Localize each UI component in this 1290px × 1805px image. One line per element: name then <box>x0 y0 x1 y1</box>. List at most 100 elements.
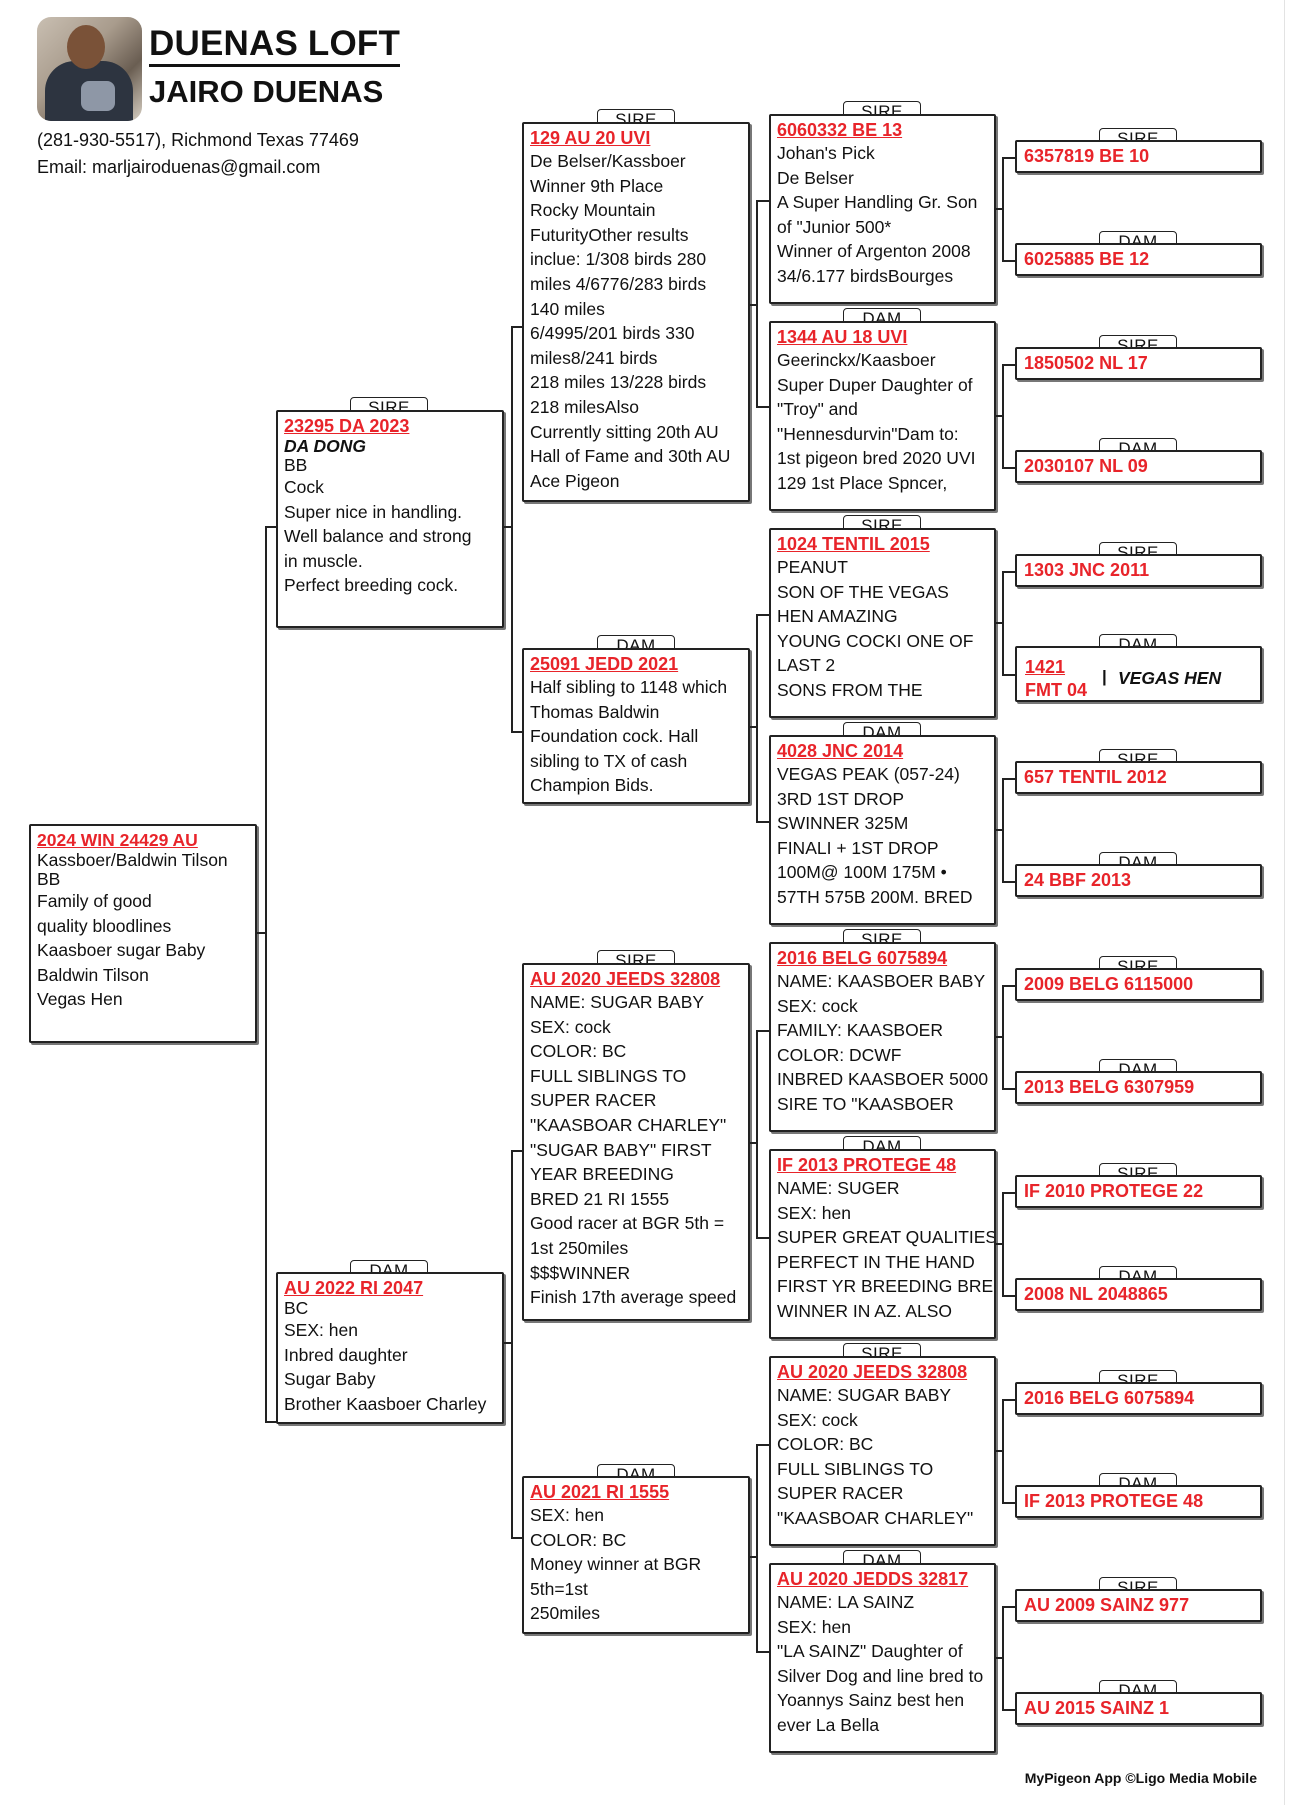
dam-dam-line: SEX: hen <box>530 1505 604 1525</box>
ds-sire-line: SEX: cock <box>777 995 858 1016</box>
ss-sire-line: Winner of Argenton 2008 <box>777 241 971 262</box>
gen4-card[interactable]: 1850502 NL 17 <box>1015 347 1262 380</box>
gen4-band[interactable]: 1303 JNC 2011 <box>1024 560 1150 580</box>
ss-sire-card[interactable]: 6060332 BE 13 Johan's Pick De Belser A S… <box>769 114 996 304</box>
dam-sire-line: "KAASBOAR CHARLEY" <box>530 1114 727 1135</box>
dam-card[interactable]: AU 2022 RI 2047 BC SEX: hen Inbred daugh… <box>276 1272 504 1424</box>
sd-dam-line: 3RD 1ST DROP <box>777 788 905 809</box>
dd-sire-band[interactable]: AU 2020 JEEDS 32808 <box>777 1362 968 1382</box>
dam-line: BC <box>284 1298 309 1318</box>
sire-card[interactable]: 23295 DA 2023 DA DONG BB Cock Super nice… <box>276 410 504 628</box>
dam-sire-line: NAME: SUGAR BABY <box>530 992 705 1012</box>
gen4-band[interactable]: 6357819 BE 10 <box>1024 146 1150 166</box>
dd-dam-band[interactable]: AU 2020 JEDDS 32817 <box>777 1569 969 1589</box>
gen4-band[interactable]: 2030107 NL 09 <box>1024 456 1148 476</box>
sire-line: Cock <box>284 477 324 497</box>
ss-dam-card[interactable]: 1344 AU 18 UVI Geerinckx/Kaasboer Super … <box>769 321 996 511</box>
gen4-band[interactable]: 24 BBF 2013 <box>1024 870 1132 890</box>
sire-name: DA DONG <box>284 436 366 456</box>
gen4-band[interactable]: 2016 BELG 6075894 <box>1024 1388 1195 1408</box>
gen4-card[interactable]: IF 2010 PROTEGE 22 <box>1015 1175 1262 1208</box>
gen4-band[interactable]: IF 2010 PROTEGE 22 <box>1024 1181 1204 1201</box>
sire-dam-line: Champion Bids. <box>530 775 654 796</box>
ds-sire-line: FAMILY: KAASBOER <box>777 1020 943 1041</box>
dam-sire-band[interactable]: AU 2020 JEEDS 32808 <box>530 969 721 989</box>
dam-dam-card[interactable]: AU 2021 RI 1555 SEX: hen COLOR: BC Money… <box>522 1476 750 1634</box>
sire-line: BB <box>284 455 308 475</box>
ss-sire-line: De Belser <box>777 167 854 188</box>
ds-dam-line: SEX: hen <box>777 1202 851 1223</box>
sire-sire-line: 6/4995/201 birds 330 <box>530 323 695 344</box>
gen4-band[interactable]: AU 2009 SAINZ 977 <box>1024 1595 1190 1615</box>
sd-sire-line: YOUNG COCKI ONE OF <box>777 630 974 651</box>
gen4-band[interactable]: AU 2015 SAINZ 1 <box>1024 1698 1170 1718</box>
contact-email[interactable]: Email: marljairoduenas@gmail.com <box>37 157 321 177</box>
ss-dam-line: Super Duper Daughter of <box>777 374 973 395</box>
sd-dam-band[interactable]: 4028 JNC 2014 <box>777 741 904 761</box>
subject-band[interactable]: 2024 WIN 24429 AU <box>37 830 198 850</box>
gen4-band[interactable]: 1850502 NL 17 <box>1024 353 1148 373</box>
dam-sire-card[interactable]: AU 2020 JEEDS 32808 NAME: SUGAR BABY SEX… <box>522 963 750 1321</box>
sd-dam-line: VEGAS PEAK (057-24) <box>777 764 960 784</box>
sd-dam-card[interactable]: 4028 JNC 2014 VEGAS PEAK (057-24) 3RD 1S… <box>769 735 996 925</box>
sire-dam-card[interactable]: 25091 JEDD 2021 Half sibling to 1148 whi… <box>522 648 750 804</box>
sire-sire-line: 140 miles <box>530 298 605 319</box>
dam-line: Inbred daughter <box>284 1344 408 1365</box>
gen4-band[interactable]: 1421 <box>1025 657 1066 677</box>
sire-dam-line: Half sibling to 1148 which <box>530 677 728 697</box>
gen4-band[interactable]: 2008 NL 2048865 <box>1024 1284 1168 1304</box>
sire-sire-line: miles 4/6776/283 birds <box>530 273 707 294</box>
gen4-card[interactable]: 1303 JNC 2011 <box>1015 554 1262 587</box>
ds-dam-card[interactable]: IF 2013 PROTEGE 48 NAME: SUGER SEX: hen … <box>769 1149 996 1339</box>
dam-dam-band[interactable]: AU 2021 RI 1555 <box>530 1482 670 1502</box>
gen4-card[interactable]: AU 2009 SAINZ 977 <box>1015 1589 1262 1622</box>
gen4-card[interactable]: 2009 BELG 6115000 <box>1015 968 1262 1001</box>
gen4-band[interactable]: 657 TENTIL 2012 <box>1024 767 1167 787</box>
sd-sire-band[interactable]: 1024 TENTIL 2015 <box>777 534 930 554</box>
dd-sire-card[interactable]: AU 2020 JEEDS 32808 NAME: SUGAR BABY SEX… <box>769 1356 996 1546</box>
gen4-card[interactable]: 2016 BELG 6075894 <box>1015 1382 1262 1415</box>
ds-sire-line: INBRED KAASBOER 5000 <box>777 1069 989 1090</box>
ss-dam-band[interactable]: 1344 AU 18 UVI <box>777 327 908 347</box>
sire-band[interactable]: 23295 DA 2023 <box>284 416 410 436</box>
ds-dam-line: NAME: SUGER <box>777 1178 900 1198</box>
gen4-band[interactable]: 2013 BELG 6307959 <box>1024 1077 1195 1097</box>
ds-sire-band[interactable]: 2016 BELG 6075894 <box>777 948 948 968</box>
dam-line: Brother Kaasboer Charley <box>284 1393 487 1414</box>
gen4-band[interactable]: 2009 BELG 6115000 <box>1024 974 1194 994</box>
ds-dam-band[interactable]: IF 2013 PROTEGE 48 <box>777 1155 957 1175</box>
gen4-card[interactable]: 657 TENTIL 2012 <box>1015 761 1262 794</box>
gen4-card[interactable]: 1421 FMT 04 | VEGAS HEN <box>1015 646 1262 702</box>
sd-sire-card[interactable]: 1024 TENTIL 2015 PEANUT SON OF THE VEGAS… <box>769 528 996 718</box>
gen4-band[interactable]: 6025885 BE 12 <box>1024 249 1150 269</box>
subject-card[interactable]: 2024 WIN 24429 AU Kassboer/Baldwin Tilso… <box>29 824 257 1043</box>
subject-line: BB <box>37 869 61 889</box>
gen4-card[interactable]: 24 BBF 2013 <box>1015 864 1262 897</box>
subject-line: Kassboer/Baldwin Tilson <box>37 850 228 870</box>
sire-dam-band[interactable]: 25091 JEDD 2021 <box>530 654 679 674</box>
dam-sire-line: YEAR BREEDING <box>530 1164 674 1185</box>
sire-sire-line: 218 miles 13/228 birds <box>530 372 707 393</box>
gen4-card[interactable]: IF 2013 PROTEGE 48 <box>1015 1485 1262 1518</box>
ds-sire-card[interactable]: 2016 BELG 6075894 NAME: KAASBOER BABY SE… <box>769 942 996 1132</box>
gen4-card[interactable]: 2008 NL 2048865 <box>1015 1278 1262 1311</box>
gen4-card[interactable]: 6357819 BE 10 <box>1015 140 1262 173</box>
dam-sire-line: SUPER RACER <box>530 1090 657 1111</box>
sire-sire-line: Winner 9th Place <box>530 175 664 196</box>
gen4-card[interactable]: AU 2015 SAINZ 1 <box>1015 1692 1262 1725</box>
gen4-band[interactable]: FMT 04 <box>1025 680 1088 700</box>
dd-dam-card[interactable]: AU 2020 JEDDS 32817 NAME: LA SAINZ SEX: … <box>769 1563 996 1753</box>
subject-line: Vegas Hen <box>37 989 123 1010</box>
dam-band[interactable]: AU 2022 RI 2047 <box>284 1278 424 1298</box>
sd-dam-line: SWINNER 325M <box>777 813 909 834</box>
sire-sire-line: inclue: 1/308 birds 280 <box>530 249 707 270</box>
ss-sire-band[interactable]: 6060332 BE 13 <box>777 120 903 140</box>
sire-sire-card[interactable]: 129 AU 20 UVI De Belser/Kassboer Winner … <box>522 122 750 502</box>
gen4-card[interactable]: 2030107 NL 09 <box>1015 450 1262 483</box>
gen4-card[interactable]: 6025885 BE 12 <box>1015 243 1262 276</box>
gen4-card[interactable]: 2013 BELG 6307959 <box>1015 1071 1262 1104</box>
ss-dam-line: 1st pigeon bred 2020 UVI <box>777 448 976 469</box>
sire-sire-band[interactable]: 129 AU 20 UVI <box>530 128 651 148</box>
gen4-band[interactable]: IF 2013 PROTEGE 48 <box>1024 1491 1204 1511</box>
ds-sire-line: SIRE TO "KAASBOER <box>777 1093 954 1114</box>
